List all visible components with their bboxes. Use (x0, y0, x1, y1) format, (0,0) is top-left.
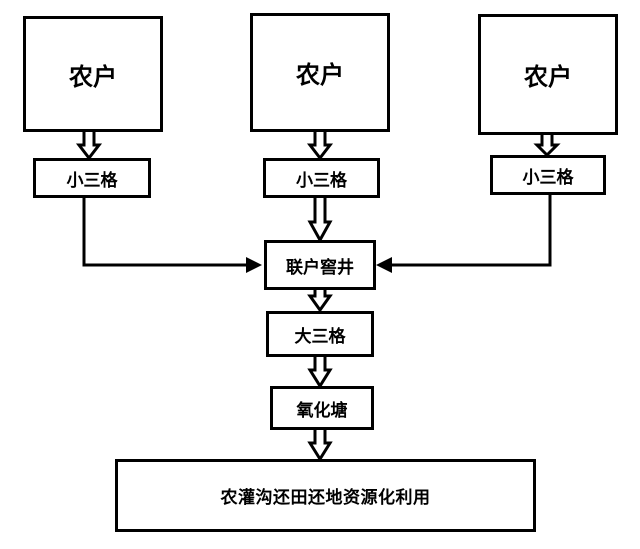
large-septic-label: 大三格 (294, 326, 346, 347)
large-septic-box: 大三格 (266, 311, 374, 357)
farmer-label-left: 农户 (69, 62, 117, 91)
arrow-farmer-center-to-small-center (306, 126, 334, 161)
connector-small-right-to-joint-well (387, 193, 552, 267)
farmer-label-center: 农户 (296, 61, 344, 89)
joint-cellar-well-box: 联户窖井 (264, 240, 376, 290)
small-septic-label-right: 小三格 (522, 167, 574, 188)
arrow-small-center-to-joint-well (307, 194, 333, 244)
small-septic-label-center: 小三格 (296, 170, 347, 191)
small-septic-box-center: 小三格 (263, 158, 380, 198)
arrow-large-septic-to-oxidation-pond (307, 353, 333, 389)
farmer-box-left: 农户 (23, 16, 163, 132)
small-septic-box-left: 小三格 (33, 158, 151, 198)
arrow-farmer-left-to-small-left (75, 126, 103, 161)
final-use-label: 农灌沟还田还地资源化利用 (220, 488, 431, 508)
arrowhead-left-into-joint-well (246, 257, 262, 273)
oxidation-pond-box: 氧化塘 (270, 386, 374, 430)
farmer-label-right: 农户 (524, 63, 572, 91)
arrowhead-right-into-joint-well (376, 257, 392, 273)
oxidation-pond-label: 氧化塘 (296, 400, 348, 421)
small-septic-box-right: 小三格 (490, 155, 606, 195)
arrow-joint-well-to-large-septic (307, 286, 333, 313)
joint-cellar-well-label: 联户窖井 (286, 257, 354, 278)
farmer-box-center: 农户 (250, 13, 390, 132)
farmer-box-right: 农户 (478, 14, 618, 135)
connector-small-left-to-joint-well (82, 196, 252, 267)
arrow-oxidation-pond-to-final-use (307, 426, 333, 462)
small-septic-label-left: 小三格 (66, 170, 118, 191)
final-use-box: 农灌沟还田还地资源化利用 (115, 459, 536, 532)
